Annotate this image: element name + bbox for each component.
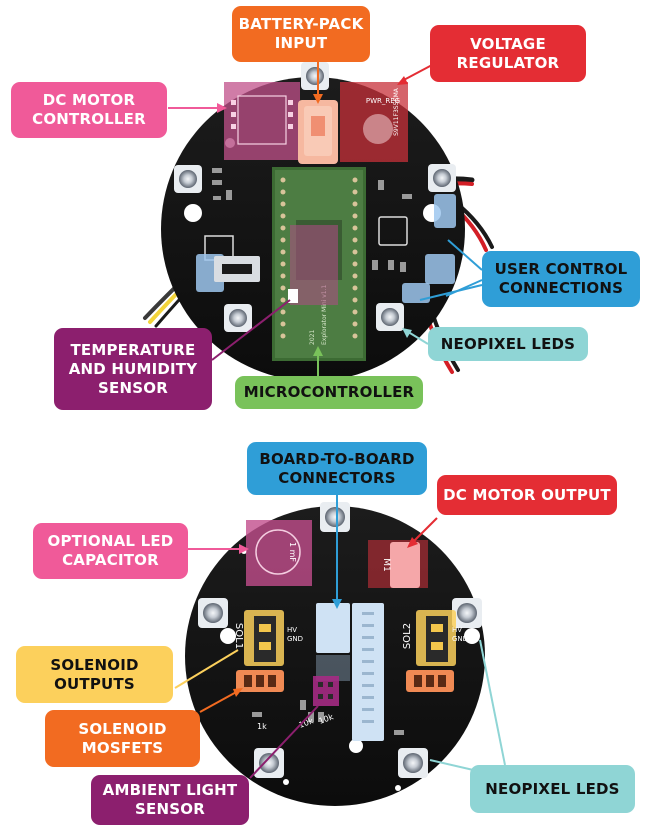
label-user-control-connections: USER CONTROL CONNECTIONS <box>482 251 640 307</box>
board-name-silkscreen: Explorator Mini v1.1 <box>321 284 328 345</box>
top-neopixel-led <box>376 303 404 331</box>
bottom-smd-parts <box>252 700 404 735</box>
capacitor-value-silkscreen: 1 mF <box>288 542 297 562</box>
top-user-control-connector <box>196 254 260 292</box>
bottom-neopixel-led <box>254 748 284 778</box>
label-voltage-regulator: VOLTAGE REGULATOR <box>430 25 586 82</box>
bottom-solenoid-mosfet-2 <box>406 670 454 692</box>
label-dc-motor-output: DC MOTOR OUTPUT <box>437 475 617 515</box>
top-dc-motor-controller <box>224 82 300 160</box>
bottom-leader-lines <box>174 493 506 779</box>
top-neopixel-led <box>224 304 252 332</box>
bottom-neopixel-led <box>320 502 350 532</box>
label-dc-motor-controller: DC MOTOR CONTROLLER <box>11 82 167 138</box>
sol2-silkscreen: SOL2 <box>402 623 413 649</box>
label-solenoid-outputs: SOLENOID OUTPUTS <box>16 646 173 703</box>
label-neopixel-leds-top: NEOPIXEL LEDS <box>428 327 588 361</box>
label-board-to-board-connectors: BOARD-TO-BOARD CONNECTORS <box>247 442 427 495</box>
label-ambient-light-sensor: AMBIENT LIGHT SENSOR <box>91 775 249 825</box>
bottom-board: 1 mF M1 SOL1 HV <box>185 502 485 806</box>
bottom-dc-motor-output: M1 <box>368 540 428 588</box>
regulator-part-code: S9V11F3S5CMA <box>393 87 400 136</box>
label-microcontroller: MICROCONTROLLER <box>235 376 423 409</box>
top-board: PWR_REG S9V11F3S5CMA Explorator Mini v1.… <box>143 62 494 381</box>
bottom-mounting-holes <box>220 514 480 791</box>
m1-silkscreen: M1 <box>381 558 391 572</box>
label-solenoid-mosfets: SOLENOID MOSFETS <box>45 710 200 767</box>
top-leader-lines <box>168 62 483 376</box>
top-neopixel-led <box>174 165 202 193</box>
bottom-optional-led-capacitor: 1 mF <box>246 520 312 586</box>
bottom-neopixel-led <box>198 598 228 628</box>
bottom-solenoid-mosfet-1 <box>236 670 284 692</box>
label-optional-led-capacitor: OPTIONAL LED CAPACITOR <box>33 523 188 579</box>
board-year-silkscreen: 2021 <box>309 330 316 345</box>
bottom-board-to-board-connector <box>316 603 384 741</box>
label-neopixel-leds-bottom: NEOPIXEL LEDS <box>470 765 635 813</box>
top-neopixel-led <box>301 62 329 90</box>
top-user-control-connector <box>402 254 455 303</box>
top-smd-parts <box>212 168 412 272</box>
top-neopixel-led <box>428 164 456 192</box>
bottom-ambient-light-sensor <box>313 676 339 706</box>
pwr-reg-silkscreen: PWR_REG <box>366 97 400 105</box>
label-temperature-humidity-sensor: TEMPERATURE AND HUMIDITY SENSOR <box>54 328 212 410</box>
top-user-control-connector <box>434 194 456 228</box>
sol1-silkscreen: SOL1 <box>233 623 244 649</box>
top-temp-humidity-sensor <box>288 225 338 305</box>
bottom-neopixel-led <box>452 598 482 628</box>
bottom-neopixel-led <box>398 748 428 778</box>
top-battery-pack-input <box>298 100 338 164</box>
label-battery-pack-input: BATTERY-PACK INPUT <box>232 6 370 62</box>
top-voltage-regulator: PWR_REG S9V11F3S5CMA <box>340 82 408 162</box>
res-1k-silkscreen: 1k <box>257 722 267 731</box>
